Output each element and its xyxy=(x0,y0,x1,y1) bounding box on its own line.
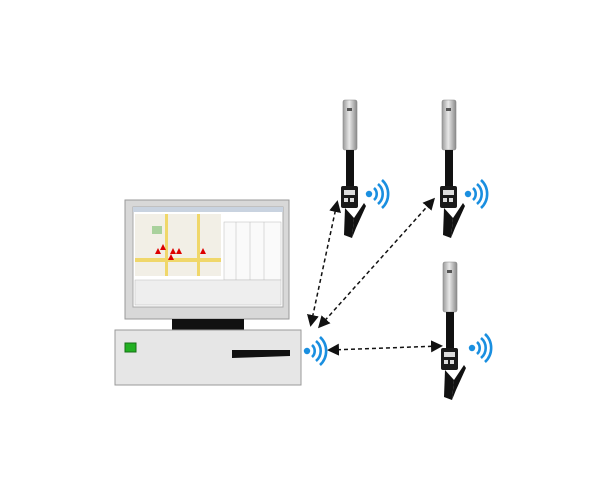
link-computer-sensor-3 xyxy=(327,340,443,356)
wireless-signal-icon xyxy=(467,332,493,364)
monitor xyxy=(124,199,290,320)
sensor-3 xyxy=(440,261,493,401)
wireless-signal-icon xyxy=(364,178,390,210)
link-computer-sensor-2 xyxy=(317,197,436,329)
wireless-sensor-probe-icon xyxy=(340,99,367,239)
wireless-sensor-probe-icon xyxy=(440,261,467,401)
wireless-signal-icon xyxy=(463,178,489,210)
disk-drive-slot xyxy=(232,350,290,358)
wireless-sensor-probe-icon xyxy=(439,99,466,239)
sensor-1 xyxy=(340,99,390,239)
computer-case xyxy=(114,329,302,386)
wireless-signal-icon xyxy=(302,335,328,367)
desktop-computer-icon xyxy=(114,199,328,386)
link-computer-sensor-1 xyxy=(307,200,341,327)
screen-map xyxy=(135,214,221,276)
screen-table xyxy=(223,221,282,281)
power-led-icon xyxy=(124,342,137,353)
monitor-stand xyxy=(172,319,244,330)
sensor-2 xyxy=(439,99,489,239)
